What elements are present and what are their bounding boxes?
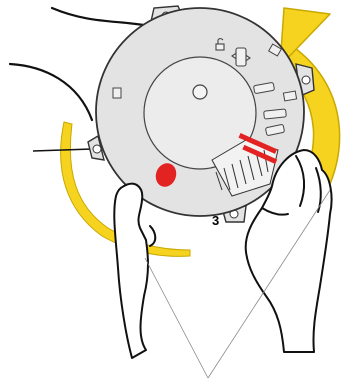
step-label: 3 xyxy=(212,213,219,228)
left-hand xyxy=(114,184,155,358)
center-hole xyxy=(193,85,207,99)
pointer-line xyxy=(33,149,92,151)
